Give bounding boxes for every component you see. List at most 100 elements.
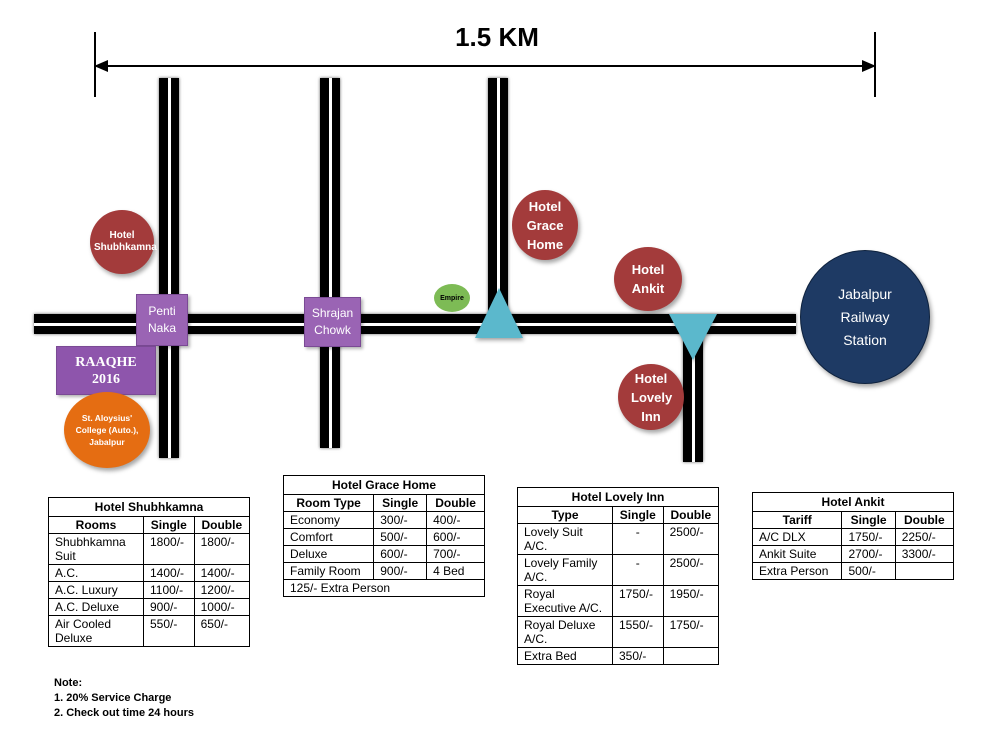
table-row: Extra Person 500/- (751, 562, 955, 580)
table-cell: 3300/- (894, 545, 955, 563)
note-item: 1. 20% Service Charge (54, 692, 172, 704)
column-header: Single (143, 516, 195, 534)
table-cell: 1400/- (143, 564, 195, 582)
distance-label: 1.5 KM (455, 22, 539, 52)
table-row: Lovely Family A/C. - 2500/- (517, 554, 720, 586)
table-hotel-lovely-inn: Hotel Lovely Inn Type Single Double Love… (517, 487, 720, 665)
table-cell: 900/- (373, 562, 428, 580)
empire-marker[interactable]: Empire (434, 284, 470, 312)
table-row: Deluxe 600/- 700/- (282, 545, 485, 563)
table-cell: 400/- (426, 511, 485, 529)
table-cell: Ankit Suite (751, 545, 843, 563)
table-cell: 1750/- (841, 528, 896, 546)
table-cell (894, 562, 955, 580)
shrajan-chowk-box[interactable]: Shrajan Chowk (304, 297, 361, 347)
table-title: Hotel Shubhkamna (48, 497, 250, 516)
table-cell: Royal Executive A/C. (517, 585, 613, 617)
hotel-lovely-inn-marker[interactable]: Hotel Lovely Inn (618, 364, 684, 430)
table-cell: Family Room (282, 562, 375, 580)
table-cell: 1200/- (193, 581, 251, 599)
column-header: Double (193, 516, 251, 534)
column-header: Single (612, 506, 664, 524)
table-cell: - (612, 523, 664, 555)
column-header: Single (841, 511, 896, 529)
table-cell: 550/- (143, 615, 195, 647)
table-cell: - (612, 554, 664, 586)
table-cell: 600/- (373, 545, 428, 563)
notes-heading: Note: (54, 677, 83, 689)
column-header: Double (894, 511, 955, 529)
table-cell: Extra Bed (517, 647, 613, 665)
table-cell: Air Cooled Deluxe (48, 615, 144, 647)
hotel-lovely-inn-label: Hotel Lovely Inn (631, 370, 673, 424)
table-cell: 500/- (373, 528, 428, 546)
table-cell: 1550/- (612, 616, 664, 648)
table-row: Royal Executive A/C. 1750/- 1950/- (517, 585, 720, 617)
lovely-inn-triangle-icon (669, 314, 717, 360)
table-cell: Lovely Family A/C. (517, 554, 613, 586)
road-shrajan-chowk (320, 78, 340, 448)
table-row: Lovely Suit A/C. - 2500/- (517, 523, 720, 555)
table-cell: A.C. Luxury (48, 581, 144, 599)
note-item: 2. Check out time 24 hours (54, 707, 194, 719)
scale-arrow-left-icon (94, 60, 108, 72)
table-cell: Economy (282, 511, 375, 529)
hotel-shubhkamna-label: Hotel Shubhkamna (94, 230, 157, 253)
penti-naka-box[interactable]: Penti Naka (136, 294, 188, 346)
table-row: Shubhkamna Suit 1800/- 1800/- (48, 533, 251, 565)
table-cell: Extra Person (751, 562, 843, 580)
table-row: A.C. Deluxe 900/- 1000/- (48, 598, 251, 616)
table-cell: A.C. (48, 564, 144, 582)
college-label: St. Aloysius' College (Auto.), Jabalpur (75, 413, 139, 447)
scale-arrow-right-icon (862, 60, 876, 72)
penti-naka-label: Penti Naka (147, 304, 176, 335)
road-grace-home (488, 78, 508, 318)
empire-label: Empire (440, 294, 464, 302)
table-row: Air Cooled Deluxe 550/- 650/- (48, 615, 251, 647)
railway-station-label: Jabalpur Railway Station (838, 285, 892, 348)
table-cell: A/C DLX (751, 528, 843, 546)
table-cell: 4 Bed (426, 562, 485, 580)
table-cell: Royal Deluxe A/C. (517, 616, 613, 648)
notes: Note: 1. 20% Service Charge 2. Check out… (54, 676, 194, 721)
table-cell: 350/- (612, 647, 664, 665)
column-header: Tariff (751, 511, 843, 529)
table-row: Family Room 900/- 4 Bed (282, 562, 485, 580)
table-row: Extra Bed 350/- (517, 647, 720, 665)
hotel-ankit-marker[interactable]: Hotel Ankit (614, 247, 682, 311)
table-row: 125/- Extra Person (283, 579, 485, 597)
table-hotel-shubhkamna: Hotel Shubhkamna Rooms Single Double Shu… (48, 497, 251, 647)
column-header: Rooms (48, 516, 144, 534)
table-footer: 125/- Extra Person (283, 579, 485, 597)
hotel-grace-home-marker[interactable]: Hotel Grace Home (512, 190, 578, 260)
table-hotel-grace-home: Hotel Grace Home Room Type Single Double… (282, 475, 485, 597)
hotel-shubhkamna-marker[interactable]: Hotel Shubhkamna (90, 210, 157, 274)
table-hotel-ankit: Hotel Ankit Tariff Single Double A/C DLX… (751, 492, 955, 580)
table-cell: 1400/- (193, 564, 251, 582)
column-header: Room Type (282, 494, 375, 512)
table-cell: 1100/- (143, 581, 195, 599)
table-row: Royal Deluxe A/C. 1550/- 1750/- (517, 616, 720, 648)
table-cell: 1750/- (612, 585, 664, 617)
table-row: A.C. 1400/- 1400/- (48, 564, 251, 582)
railway-station-marker[interactable]: Jabalpur Railway Station (800, 250, 930, 384)
table-cell: 1750/- (662, 616, 720, 648)
shrajan-chowk-label: Shrajan Chowk (311, 306, 354, 337)
table-cell: 1800/- (143, 533, 195, 565)
table-row: Economy 300/- 400/- (282, 511, 485, 529)
table-cell: 1000/- (193, 598, 251, 616)
raaqhe-label: RAAQHE 2016 (75, 354, 137, 387)
column-header: Type (517, 506, 613, 524)
table-row: A/C DLX 1750/- 2250/- (751, 528, 955, 546)
table-cell: Comfort (282, 528, 375, 546)
table-cell (662, 647, 720, 665)
table-cell: A.C. Deluxe (48, 598, 144, 616)
college-marker[interactable]: St. Aloysius' College (Auto.), Jabalpur (64, 392, 150, 468)
table-cell: 500/- (841, 562, 896, 580)
column-header: Single (373, 494, 428, 512)
table-cell: 700/- (426, 545, 485, 563)
table-cell: 2250/- (894, 528, 955, 546)
table-cell: 300/- (373, 511, 428, 529)
table-row: Ankit Suite 2700/- 3300/- (751, 545, 955, 563)
table-row: Comfort 500/- 600/- (282, 528, 485, 546)
